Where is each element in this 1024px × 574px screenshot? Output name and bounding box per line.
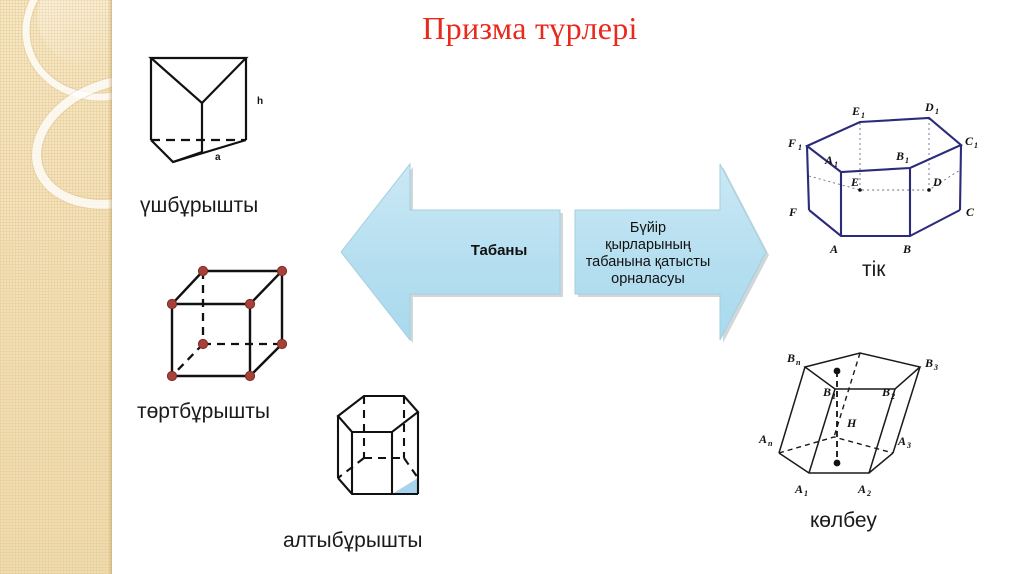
hexagonal-prism-shade xyxy=(392,478,418,494)
vertex-C-label: C xyxy=(966,205,975,219)
vertex-A-label: A xyxy=(829,242,838,256)
right-prism-vertex-labels: E 1 D 1 F 1 C 1 A 1 B 1 E D F C A B xyxy=(787,100,978,256)
vertex-D1-label: D xyxy=(924,100,934,114)
oblique-prism-vertex-labels: B n B 3 B 1 B 2 A n A 3 A 1 A 2 xyxy=(758,351,938,498)
vertex-E1-subscript: 1 xyxy=(861,111,865,120)
caption-quadrilateral: төртбұрышты xyxy=(137,400,270,423)
vertex-E1-label: E xyxy=(851,104,860,118)
caption-hexagonal: алтыбұрышты xyxy=(283,529,423,552)
vertex-A2-subscript: 2 xyxy=(866,489,871,498)
vertex-A1-label: A xyxy=(824,153,833,167)
vertex-B2-label: B xyxy=(881,385,890,399)
arrow-right-lateral-edges[interactable]: Бүйір қырларының табанына қатысты орнала… xyxy=(572,158,770,344)
vertex-B3-label: B xyxy=(924,356,933,370)
vertex-A1-subscript: 1 xyxy=(834,160,838,169)
figure-hexagonal-prism xyxy=(318,388,433,516)
figure-quadrilateral-prism xyxy=(158,265,298,391)
vertex-C1-subscript: 1 xyxy=(974,141,978,150)
oblique-prism-height-label: H xyxy=(846,416,857,430)
vertex-B1-subscript: 1 xyxy=(832,392,836,401)
vertex-F1-label: F xyxy=(787,136,796,150)
side-band-edge xyxy=(108,0,112,574)
vertex-Bn-label: B xyxy=(786,351,795,365)
triangular-prism-base-label: a xyxy=(215,152,221,163)
vertex-B1-label: B xyxy=(895,149,904,163)
vertex-F1-subscript: 1 xyxy=(798,143,802,152)
vertex-A3-subscript: 3 xyxy=(906,441,911,450)
figure-right-prism: E 1 D 1 F 1 C 1 A 1 B 1 E D F C A B xyxy=(787,98,990,263)
vertex-D-label: D xyxy=(932,175,942,189)
vertex-An-label: A xyxy=(758,432,767,446)
vertex-B2-subscript: 2 xyxy=(890,392,895,401)
figure-triangular-prism: h a xyxy=(145,48,275,173)
caption-right-prism: тік xyxy=(862,258,886,281)
triangular-prism-height-label: h xyxy=(257,96,263,107)
vertex-B1-subscript: 1 xyxy=(905,156,909,165)
vertex-F-label: F xyxy=(788,205,797,219)
arrow-left-bases[interactable]: Табаны xyxy=(335,158,563,344)
figure-oblique-prism: H B n B 3 B 1 B 2 A n A 3 A 1 A 2 xyxy=(758,345,965,500)
vertex-A1-label: A xyxy=(794,482,803,496)
vertex-B-label: B xyxy=(902,242,911,256)
vertex-A3-label: A xyxy=(897,434,906,448)
vertex-B1-label: B xyxy=(822,385,831,399)
decorative-side-band xyxy=(0,0,112,574)
caption-triangular: үшбұрышты xyxy=(140,194,259,217)
vertex-C1-label: C xyxy=(965,134,974,148)
vertex-B3-subscript: 3 xyxy=(933,363,938,372)
slide-title: Призма түрлері xyxy=(422,10,638,46)
vertex-A2-label: A xyxy=(857,482,866,496)
vertex-D1-subscript: 1 xyxy=(935,107,939,116)
vertex-E-label: E xyxy=(850,175,859,189)
vertex-Bn-subscript: n xyxy=(796,358,801,367)
caption-oblique-prism: көлбеу xyxy=(810,509,877,532)
vertex-A1-subscript: 1 xyxy=(804,489,808,498)
vertex-An-subscript: n xyxy=(768,439,773,448)
